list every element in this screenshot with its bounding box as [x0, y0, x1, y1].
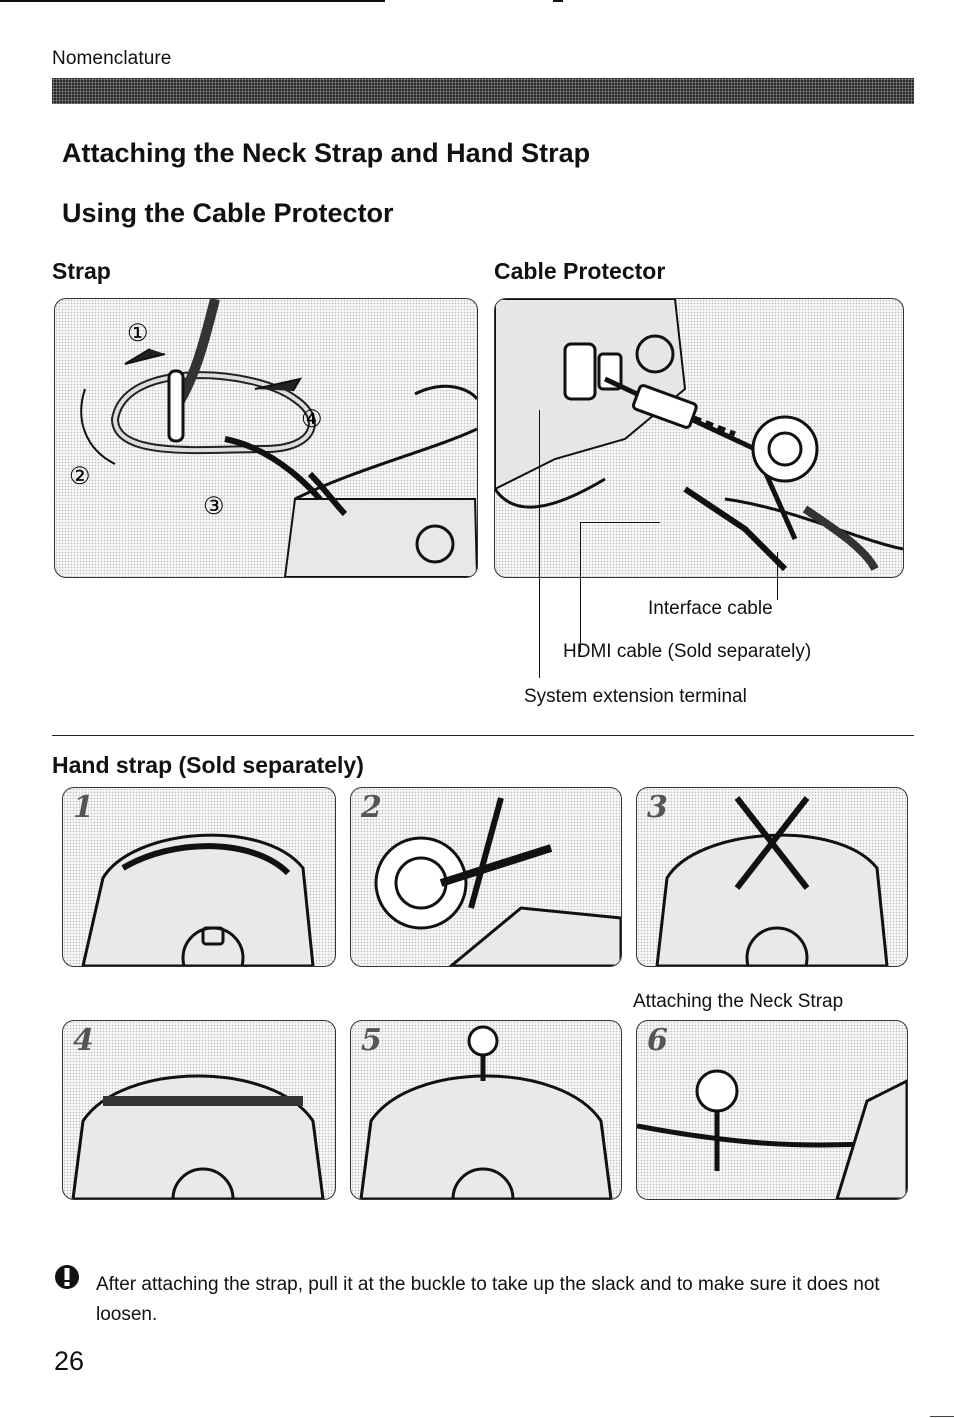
strap-marker-2: ② [69, 462, 91, 490]
label-hdmi-cable: HDMI cable (Sold separately) [563, 641, 812, 662]
section-divider [52, 735, 914, 736]
step-4-drawing [71, 1074, 325, 1199]
strap-marker-3: ③ [203, 492, 225, 520]
step-number-1: 1 [73, 790, 94, 825]
top-rule [0, 0, 385, 2]
section-band [52, 78, 914, 104]
strap-heading: Strap [52, 258, 111, 284]
title-cable-protector: Using the Cable Protector [62, 198, 394, 228]
hand-strap-step-2: 2 [350, 787, 622, 967]
title-neck-hand-strap: Attaching the Neck Strap and Hand Strap [62, 138, 591, 168]
strap-illustration: ① ② ③ ④ [54, 298, 478, 578]
label-system-extension-terminal: System extension terminal [524, 686, 747, 707]
step-1-drawing [81, 833, 315, 966]
hand-strap-step-1: 1 [62, 787, 336, 967]
caution-note-text: After attaching the strap, pull it at th… [96, 1274, 880, 1325]
label-interface-cable: Interface cable [648, 598, 773, 619]
hand-strap-step-3: 3 [636, 787, 908, 967]
strap-marker-4: ④ [301, 405, 323, 433]
step-number-2: 2 [361, 790, 382, 825]
step-number-5: 5 [361, 1023, 382, 1058]
hand-strap-step-4: 4 [62, 1020, 336, 1200]
hand-strap-step-5: 5 [350, 1020, 622, 1200]
leader-terminal [539, 410, 540, 678]
step-number-4: 4 [73, 1023, 94, 1058]
top-rule-dash [553, 0, 563, 2]
cable-protector-drawing [495, 299, 903, 572]
step-2-drawing [374, 797, 621, 966]
step-5-drawing [359, 1025, 613, 1199]
leader-hdmi-top [580, 522, 660, 523]
strap-marker-1: ① [127, 319, 149, 347]
step-3-drawing [655, 796, 889, 966]
strap-drawing: ① ② ③ ④ [69, 299, 477, 577]
section-name: Nomenclature [52, 48, 172, 69]
leader-interface [777, 552, 778, 600]
hand-strap-heading: Hand strap (Sold separately) [52, 752, 364, 778]
step-number-6: 6 [647, 1023, 668, 1058]
hand-strap-step-6: 6 [636, 1020, 908, 1200]
step-number-3: 3 [647, 790, 668, 825]
step-6-drawing [637, 1069, 907, 1199]
cable-protector-illustration [494, 298, 904, 578]
leader-hdmi [580, 522, 581, 652]
corner-rule [930, 1416, 954, 1417]
page-number: 26 [54, 1346, 85, 1376]
caption-attaching-neck-strap: Attaching the Neck Strap [633, 991, 844, 1012]
caution-icon [52, 1262, 82, 1292]
cable-protector-heading: Cable Protector [494, 258, 666, 284]
